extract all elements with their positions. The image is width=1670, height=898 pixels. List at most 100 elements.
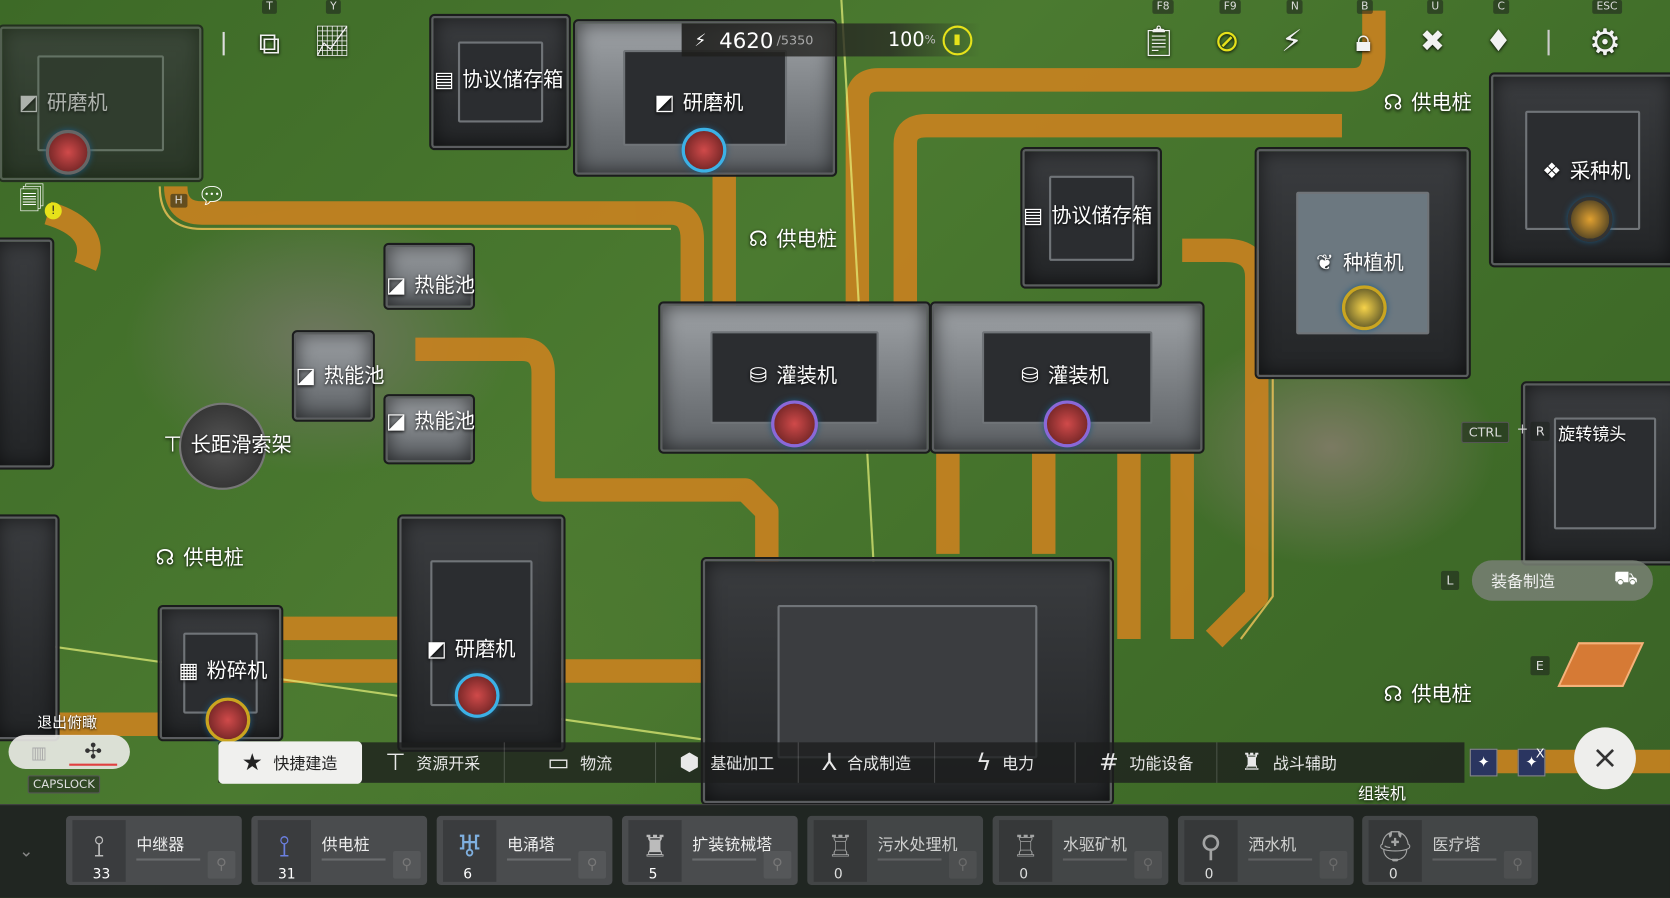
grid-icon: # [1099, 749, 1119, 776]
key-hint-f8: F8 [1152, 0, 1174, 14]
key-hint-capslock: CAPSLOCK [27, 775, 101, 794]
move-building-icon[interactable]: ✖ [1419, 23, 1445, 59]
view-mode-toggle[interactable]: ▥ ✣ [8, 734, 130, 769]
alert-docs-icon[interactable]: 🗐︎ [19, 184, 45, 215]
chat-icon[interactable]: 💬︎ [197, 183, 227, 210]
key-hint-l: L [1441, 570, 1459, 591]
quick-slot-item[interactable]: ✦ [1469, 748, 1498, 777]
label-grinder: ◩研磨机 [424, 634, 516, 663]
power-status: ⚡︎ 4620 /5350 100 % ▮ [681, 23, 980, 57]
disconnect-icon[interactable]: ⚡︎ [1281, 23, 1303, 59]
pin-icon[interactable]: ⚲ [1319, 850, 1348, 879]
grinder-machine[interactable] [0, 26, 202, 180]
pin-icon[interactable]: ⚲ [763, 850, 792, 879]
antenna-icon: ☊ [1383, 680, 1403, 706]
key-hint-x: X [1535, 745, 1545, 761]
inventory-lock-icon[interactable]: 🔒︎ [1355, 23, 1372, 59]
thermal-pool[interactable] [385, 396, 473, 463]
efficiency-value: 100 [887, 28, 925, 52]
gun-tower-icon: ♜ [628, 820, 682, 882]
hierarchy-icon[interactable]: ⧉ [258, 25, 281, 61]
tab-functional-devices[interactable]: #功能设备 [1076, 742, 1218, 783]
equipment-crafting-button[interactable]: 装备制造 ⛟ [1471, 560, 1653, 601]
tech-tree-icon[interactable]: ♦ [1485, 23, 1512, 59]
key-hint-u: U [1427, 0, 1444, 14]
label-seed-picker: ❖采种机 [1539, 155, 1630, 184]
label-zipline: ⊤长距滑索架 [160, 429, 292, 458]
label-power-pylon: ☊供电桩 [1380, 87, 1472, 116]
thermal-pool[interactable] [293, 332, 373, 420]
blueprint-toggle-icon[interactable]: ⊘ [1214, 23, 1240, 59]
tab-combat-support[interactable]: ♜战斗辅助 [1241, 749, 1337, 776]
storage-box[interactable] [431, 15, 569, 149]
thermal-icon: ◪ [386, 271, 407, 297]
antenna-icon: ☊ [748, 225, 768, 251]
settings-exit-icon[interactable]: ⚙︎ [1588, 21, 1622, 64]
camera-icon[interactable]: ▥ [30, 741, 47, 763]
divider [222, 31, 225, 56]
tab-logistics[interactable]: ▭物流 [505, 742, 656, 783]
tab-basic-processing[interactable]: ⬢基础加工 [656, 742, 799, 783]
item-slot [1567, 197, 1613, 242]
conveyor-belt [936, 452, 1194, 640]
collapse-chevron-icon[interactable]: ⌄ [19, 840, 34, 861]
turret-icon: ♜ [1241, 749, 1263, 776]
planter-icon: ❦ [1315, 248, 1334, 275]
item-slot [681, 127, 727, 173]
pylon-icon: ⟟ [257, 820, 311, 882]
hydro-miner-icon: ♖ [999, 820, 1053, 882]
stats-chart-icon[interactable]: 📈︎ [313, 23, 352, 59]
grinder-icon: ◩ [426, 635, 447, 661]
tab-quick-build[interactable]: ★快捷建造 [218, 741, 362, 784]
building-left[interactable] [0, 516, 58, 740]
conveyor-belt [893, 113, 1342, 309]
key-hint-ctrl: CTRL [1461, 421, 1509, 444]
conveyor-belt [1182, 238, 1269, 648]
pin-icon[interactable]: ⚲ [1134, 850, 1162, 879]
pin-icon[interactable]: ⚲ [207, 850, 236, 879]
label-thermal-pool: ◪热能池 [383, 269, 475, 298]
tab-synthesis[interactable]: ⅄合成制造 [799, 742, 936, 783]
key-hint-c: C [1493, 0, 1510, 14]
item-slot [1341, 285, 1387, 331]
pin-icon[interactable]: ⚲ [948, 850, 977, 879]
building-left[interactable] [0, 239, 53, 468]
thermal-pool[interactable] [385, 244, 473, 308]
filler-icon: ⛁ [749, 361, 768, 388]
planter-machine[interactable] [1256, 149, 1469, 378]
item-slot [1043, 400, 1091, 448]
key-hint-e: E [1530, 656, 1550, 676]
filler-icon: ⛁ [1020, 361, 1039, 388]
battery-icon[interactable]: ▮ [942, 25, 972, 55]
clipboard-icon[interactable]: 📋︎ [1139, 23, 1178, 59]
pin-icon[interactable]: ⚲ [578, 850, 607, 879]
tab-resource-mining[interactable]: ⊤资源开采 [362, 742, 505, 783]
label-power-pylon: ☊供电桩 [1380, 678, 1472, 707]
pin-icon[interactable]: ⚲ [1503, 850, 1532, 879]
quick-slot-item[interactable]: ✦ [1517, 748, 1546, 777]
zipline-tower[interactable] [178, 402, 267, 490]
drone-icon[interactable]: ✣ [69, 738, 118, 766]
pin-icon[interactable]: ⚲ [393, 850, 421, 879]
relay-icon: ⟟ [72, 820, 126, 882]
power-max: /5350 [776, 32, 814, 48]
label-storage: ▤协议储存箱 [431, 64, 563, 93]
filling-machine[interactable] [931, 303, 1203, 452]
grinder-icon: ◩ [18, 88, 39, 115]
building-right[interactable] [1523, 383, 1670, 564]
label-filler: ⛁灌装机 [1017, 360, 1109, 389]
label-planter: ❦种植机 [1312, 247, 1404, 276]
storage-box[interactable] [1022, 149, 1160, 287]
dismantle-button[interactable]: ⨯ [1574, 727, 1636, 790]
